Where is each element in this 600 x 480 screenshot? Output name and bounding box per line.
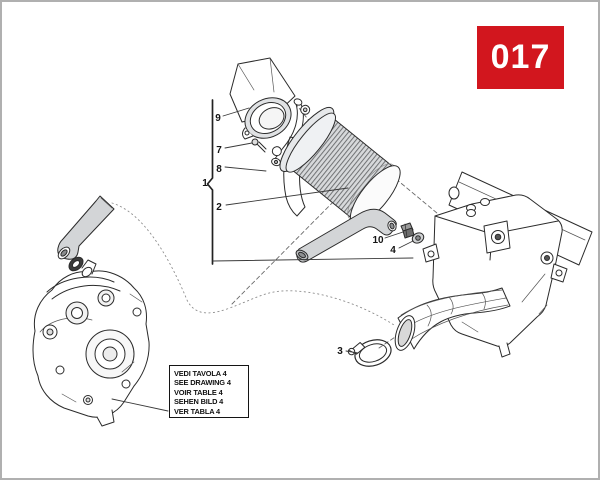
callout-3: 3: [337, 346, 343, 357]
callout-7: 7: [216, 145, 222, 156]
callout-9: 9: [215, 113, 221, 124]
note-line-es: VER TABLA 4: [174, 406, 220, 416]
hose-clamp-drawing: [347, 339, 392, 367]
hose-clip-drawing: [400, 222, 415, 239]
engine-cylinder-head-drawing: [32, 259, 150, 427]
hose-grommet-ring: [68, 256, 93, 278]
grommet-drawing: [411, 232, 425, 244]
callout-group-bracket: [206, 99, 214, 265]
screw-drawing: [251, 138, 267, 153]
callout-8: 8: [216, 164, 222, 175]
air-filter-cartridge-drawing: [271, 104, 401, 225]
breather-hose-drawing: [57, 195, 115, 260]
callout-4: 4: [390, 245, 396, 256]
callout-10: 10: [372, 235, 384, 246]
hose-routing-dotted-line: [111, 202, 395, 326]
note-line-en: SEE DRAWING 4: [174, 378, 231, 388]
page-number-badge: 017: [477, 26, 564, 89]
note-line-fr: VOIR TABLE 4: [174, 387, 223, 397]
intake-snorkel-drawing: [229, 57, 296, 140]
see-drawing-note-box: VEDI TAVOLA 4 SEE DRAWING 4 VOIR TABLE 4…: [169, 365, 249, 418]
callout-2: 2: [216, 202, 222, 213]
note-line-de: SEHEN BILD 4: [174, 397, 224, 407]
airbox-body-drawing: [422, 194, 568, 358]
note-line-it: VEDI TAVOLA 4: [174, 369, 227, 378]
callout-1: 1: [202, 178, 208, 189]
drain-hose-drawing: [295, 208, 397, 263]
intake-bellows-duct-drawing: [394, 287, 511, 351]
callout-leader-lines: [111, 107, 414, 412]
page-number-label: 017: [490, 38, 551, 76]
